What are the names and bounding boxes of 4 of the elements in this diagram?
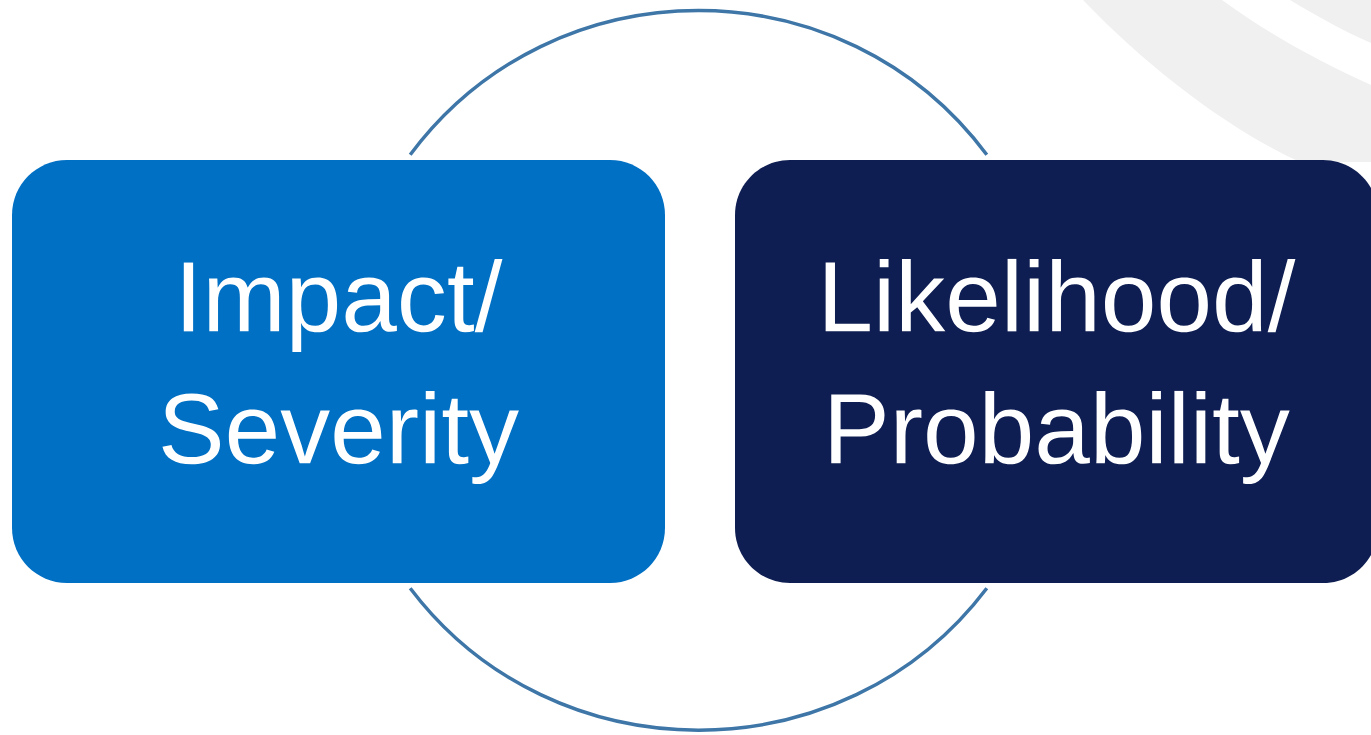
- rounded-box: Likelihood/ Probability: [735, 160, 1371, 583]
- rounded-box: Impact/ Severity: [12, 160, 665, 583]
- arc-connector: [408, 587, 989, 732]
- arc-connector: [408, 9, 989, 156]
